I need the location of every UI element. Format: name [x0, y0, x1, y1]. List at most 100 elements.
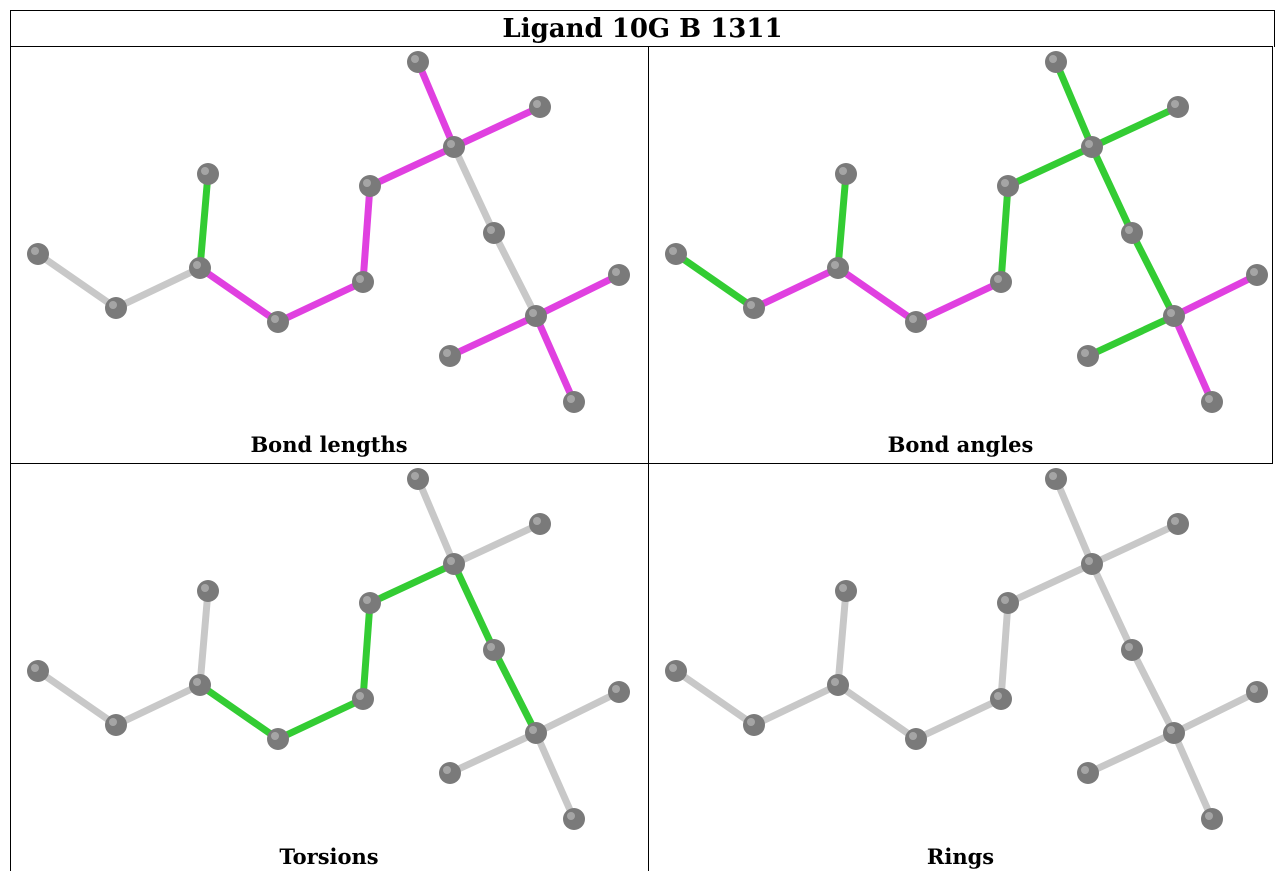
bond-10-11: [1128, 646, 1178, 737]
atom-highlight-9: [1171, 100, 1179, 108]
atom-highlight-9: [533, 517, 541, 525]
atom-12: [1246, 681, 1268, 703]
atom-highlight-2: [193, 261, 201, 269]
atom-14: [1201, 808, 1223, 830]
atom-highlight-13: [443, 766, 451, 774]
bond-11-13: [446, 729, 540, 777]
panel-bond-lengths: Bond lengths: [10, 46, 648, 463]
bond-6-7: [1004, 143, 1096, 190]
bond-5-6: [997, 599, 1012, 703]
bond-2-4: [834, 681, 920, 743]
atom-5: [352, 271, 374, 293]
bond-4-5: [274, 695, 367, 743]
atom-14: [1201, 391, 1223, 413]
atom-highlight-13: [1081, 766, 1089, 774]
atom-14: [563, 808, 585, 830]
atom-10: [1121, 222, 1143, 244]
bond-7-9: [1088, 520, 1182, 568]
atom-8: [1045, 468, 1067, 490]
caption-bond-lengths: Bond lengths: [250, 432, 408, 457]
atom-highlight-10: [1125, 643, 1133, 651]
atom-highlight-3: [201, 167, 209, 175]
bond-2-3: [196, 587, 212, 689]
bond-7-8: [414, 58, 458, 151]
bond-11-12: [1170, 688, 1261, 737]
bond-7-8: [1052, 475, 1096, 568]
bond-7-10: [1088, 560, 1136, 654]
atom-highlight-12: [1250, 685, 1258, 693]
atom-5: [990, 688, 1012, 710]
atom-5: [990, 271, 1012, 293]
bond-11-14: [532, 729, 578, 823]
atom-7: [1081, 136, 1103, 158]
atom-highlight-12: [1250, 268, 1258, 276]
atom-1: [743, 714, 765, 736]
atom-3: [835, 163, 857, 185]
atom-highlight-5: [994, 275, 1002, 283]
atom-highlight-11: [1167, 726, 1175, 734]
bond-10-11: [490, 229, 540, 320]
bond-4-5: [274, 278, 367, 326]
atom-12: [1246, 264, 1268, 286]
atom-9: [529, 96, 551, 118]
atom-4: [905, 311, 927, 333]
atom-5: [352, 688, 374, 710]
atom-highlight-1: [747, 301, 755, 309]
atom-highlight-5: [356, 275, 364, 283]
atom-4: [267, 311, 289, 333]
bond-7-10: [450, 143, 498, 237]
atom-11: [525, 722, 547, 744]
bond-10-11: [1128, 229, 1178, 320]
atom-11: [525, 305, 547, 327]
bond-4-5: [912, 695, 1005, 743]
atom-13: [439, 762, 461, 784]
atom-highlight-5: [356, 692, 364, 700]
figure-frame: Ligand 10G B 1311: [10, 10, 1275, 869]
atom-highlight-10: [1125, 226, 1133, 234]
atom-1: [105, 297, 127, 319]
atom-highlight-3: [839, 167, 847, 175]
atom-12: [608, 681, 630, 703]
atom-highlight-1: [109, 301, 117, 309]
atom-highlight-3: [839, 584, 847, 592]
bond-2-4: [196, 681, 282, 743]
atom-highlight-4: [271, 732, 279, 740]
atom-highlight-8: [411, 472, 419, 480]
title-divider: [10, 46, 1273, 47]
atom-highlight-2: [831, 261, 839, 269]
bond-1-2: [750, 264, 842, 312]
bond-7-8: [414, 475, 458, 568]
atom-6: [359, 592, 381, 614]
bond-11-14: [1170, 312, 1216, 406]
atom-highlight-11: [1167, 309, 1175, 317]
atom-highlight-1: [109, 718, 117, 726]
atom-highlight-11: [529, 309, 537, 317]
bond-5-6: [359, 182, 374, 286]
atom-highlight-8: [411, 55, 419, 63]
atom-highlight-7: [447, 140, 455, 148]
bond-11-13: [446, 312, 540, 360]
atom-4: [905, 728, 927, 750]
molecule-torsions: [27, 468, 630, 830]
bond-11-14: [532, 312, 578, 406]
atom-13: [439, 345, 461, 367]
atom-2: [827, 674, 849, 696]
atom-4: [267, 728, 289, 750]
atom-11: [1163, 722, 1185, 744]
atom-highlight-10: [487, 643, 495, 651]
atom-highlight-0: [31, 247, 39, 255]
atom-12: [608, 264, 630, 286]
atom-highlight-0: [31, 664, 39, 672]
atom-13: [1077, 345, 1099, 367]
atom-2: [189, 674, 211, 696]
atom-highlight-10: [487, 226, 495, 234]
bond-2-3: [834, 170, 850, 272]
atom-highlight-7: [1085, 557, 1093, 565]
atom-10: [483, 639, 505, 661]
right-border: [1272, 46, 1273, 463]
molecule-bond-angles: [665, 51, 1268, 413]
atom-10: [1121, 639, 1143, 661]
atom-2: [189, 257, 211, 279]
atom-highlight-4: [909, 732, 917, 740]
atom-highlight-6: [1001, 179, 1009, 187]
